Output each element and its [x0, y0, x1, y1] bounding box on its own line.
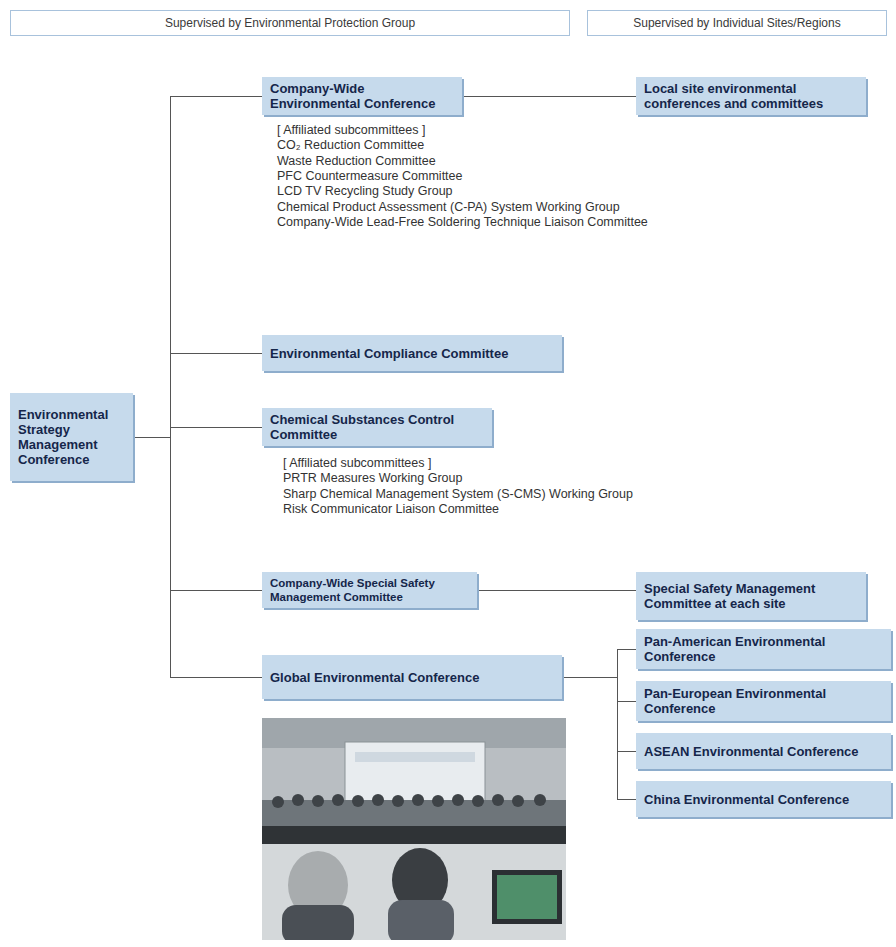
photo-people — [272, 794, 546, 808]
site-box: Special Safety Management Committee at e… — [636, 572, 866, 620]
connector-line — [562, 677, 636, 701]
projection-screen — [345, 742, 485, 804]
subcommittee-item: PRTR Measures Working Group — [283, 471, 462, 486]
region-box: China Environmental Conference — [636, 781, 891, 817]
photo-monitor — [492, 870, 562, 924]
region-box: Pan-American Environmental Conference — [636, 629, 891, 669]
connector-line — [133, 437, 262, 677]
subcommittee-item: LCD TV Recycling Study Group — [277, 184, 453, 199]
committee-box: Global Environmental Conference — [262, 655, 562, 699]
connector-line — [562, 677, 636, 799]
node-text: Environmental Strategy Management Confer… — [18, 407, 125, 467]
node-text: Supervised by Environmental Protection G… — [19, 16, 561, 31]
committee-box: Company-Wide Special Safety Management C… — [262, 572, 477, 608]
connector-line — [562, 677, 636, 751]
photo-body — [388, 900, 454, 940]
region-box: ASEAN Environmental Conference — [636, 733, 891, 769]
region-box: Pan-European Environmental Conference — [636, 681, 891, 721]
node-text: Company-Wide Environmental Conference — [270, 81, 454, 111]
photo-monitor-screen — [497, 875, 557, 919]
node-text: Global Environmental Conference — [270, 670, 554, 685]
subcommittee-item: Company-Wide Lead-Free Soldering Techniq… — [277, 215, 648, 230]
node-text: Chemical Substances Control Committee — [270, 412, 484, 442]
subcommittee-item: PFC Countermeasure Committee — [277, 169, 462, 184]
subcommittee-item: Risk Communicator Liaison Committee — [283, 502, 499, 517]
committee-box: Company-Wide Environmental Conference — [262, 77, 462, 115]
committee-box: Environmental Compliance Committee — [262, 335, 562, 371]
photo-table — [262, 826, 566, 844]
node-text: Environmental Compliance Committee — [270, 346, 554, 361]
header-box: Supervised by Individual Sites/Regions — [587, 10, 887, 36]
connector-line — [133, 427, 262, 437]
connector-line — [133, 437, 262, 590]
connector-line — [477, 590, 636, 591]
connector-line — [133, 353, 262, 437]
connector-line — [562, 649, 636, 677]
photo-body — [282, 905, 354, 940]
list-heading: [ Affiliated subcommittees ] — [277, 123, 425, 138]
node-text: China Environmental Conference — [644, 792, 883, 807]
node-text: Company-Wide Special Safety Management C… — [270, 576, 469, 604]
node-text: Pan-European Environmental Conference — [644, 686, 883, 716]
committee-box: Chemical Substances Control Committee — [262, 408, 492, 446]
subcommittee-item: Waste Reduction Committee — [277, 154, 436, 169]
connector-line — [133, 96, 262, 437]
node-text: Pan-American Environmental Conference — [644, 634, 883, 664]
node-text: Special Safety Management Committee at e… — [644, 581, 858, 611]
meeting-photo — [262, 718, 566, 940]
connector-line — [462, 96, 636, 97]
subcommittee-item: Chemical Product Assessment (C-PA) Syste… — [277, 200, 620, 215]
subcommittee-item: CO₂ Reduction Committee — [277, 138, 424, 153]
subcommittee-item: Sharp Chemical Management System (S-CMS)… — [283, 487, 633, 502]
site-box: Local site environmental conferences and… — [636, 77, 866, 115]
list-heading: [ Affiliated subcommittees ] — [283, 456, 431, 471]
screen-text — [355, 752, 475, 762]
node-text: Local site environmental conferences and… — [644, 81, 858, 111]
root-box: Environmental Strategy Management Confer… — [10, 393, 133, 481]
node-text: Supervised by Individual Sites/Regions — [596, 16, 878, 31]
node-text: ASEAN Environmental Conference — [644, 744, 883, 759]
header-box: Supervised by Environmental Protection G… — [10, 10, 570, 36]
